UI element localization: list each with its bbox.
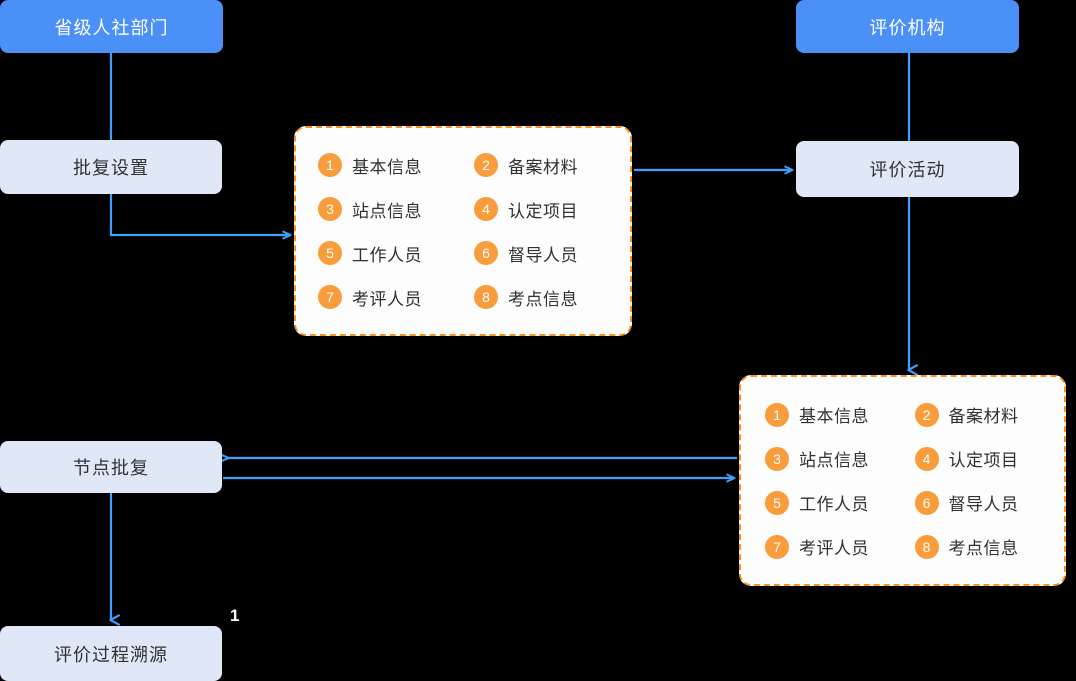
list-item[interactable]: 6 督导人员 (474, 238, 630, 268)
list-item[interactable]: 4 认定项目 (914, 444, 1065, 474)
annotation-marker: 1 (230, 606, 240, 625)
item-number-badge: 4 (474, 197, 498, 221)
item-label: 基本信息 (799, 407, 869, 426)
list-item[interactable]: 2 备案材料 (474, 150, 630, 180)
item-number-badge: 7 (765, 534, 789, 559)
item-number-badge: 6 (474, 241, 498, 265)
list-item[interactable]: 8 考点信息 (474, 282, 630, 312)
item-number-badge: 1 (318, 153, 342, 177)
node-evaluation-agency[interactable]: 评价机构 (796, 0, 1019, 53)
item-number-badge: 8 (474, 285, 498, 309)
item-label: 考点信息 (508, 289, 578, 309)
item-number-badge: 7 (318, 285, 342, 309)
item-number-badge: 1 (765, 402, 789, 427)
item-number-badge: 3 (765, 446, 789, 471)
item-label: 考点信息 (948, 539, 1019, 558)
item-label: 工作人员 (352, 245, 422, 265)
list-item[interactable]: 5 工作人员 (765, 488, 915, 518)
list-item[interactable]: 3 站点信息 (318, 194, 474, 224)
item-label: 站点信息 (799, 451, 869, 470)
item-label: 认定项目 (508, 201, 578, 221)
item-label: 认定项目 (948, 451, 1019, 470)
node-provincial-dept-label: 省级人社部门 (54, 17, 169, 38)
item-number-badge: 8 (914, 534, 939, 559)
node-node-approval-label: 节点批复 (73, 458, 149, 478)
list-item[interactable]: 5 工作人员 (318, 238, 474, 268)
list-item[interactable]: 1 基本信息 (765, 400, 915, 430)
item-label: 备案材料 (948, 407, 1019, 426)
item-label: 督导人员 (948, 495, 1019, 514)
item-number-badge: 5 (318, 241, 342, 265)
item-number-badge: 5 (765, 490, 789, 515)
list-item[interactable]: 2 备案材料 (914, 400, 1065, 430)
node-evaluation-activity-label: 评价活动 (869, 160, 946, 180)
node-evaluation-trace-label: 评价过程溯源 (54, 644, 168, 665)
list-item[interactable]: 3 站点信息 (765, 444, 915, 474)
checklist-panel-approval-settings: 1 基本信息 2 备案材料 3 站点信息 4 认定项目 5 工作人员 6 督导人… (294, 126, 632, 336)
item-label: 考评人员 (799, 539, 869, 558)
node-approval-settings[interactable]: 批复设置 (0, 140, 222, 194)
item-label: 督导人员 (508, 245, 578, 265)
item-label: 基本信息 (352, 157, 422, 177)
list-item[interactable]: 6 督导人员 (914, 488, 1065, 518)
item-number-badge: 6 (914, 490, 939, 515)
checklist-panel-evaluation-activity: 1 基本信息 2 备案材料 3 站点信息 4 认定项目 5 工作人员 6 督导人… (739, 375, 1066, 586)
list-item[interactable]: 4 认定项目 (474, 194, 630, 224)
item-label: 备案材料 (508, 157, 578, 177)
node-approval-settings-label: 批复设置 (73, 158, 149, 178)
list-item[interactable]: 8 考点信息 (914, 532, 1065, 562)
node-node-approval[interactable]: 节点批复 (0, 441, 222, 493)
list-item[interactable]: 1 基本信息 (318, 150, 474, 180)
node-evaluation-trace[interactable]: 评价过程溯源 (0, 626, 222, 681)
item-number-badge: 3 (318, 197, 342, 221)
item-label: 工作人员 (799, 495, 869, 514)
list-item[interactable]: 7 考评人员 (318, 282, 474, 312)
node-evaluation-activity[interactable]: 评价活动 (796, 141, 1019, 197)
item-number-badge: 4 (914, 446, 939, 471)
item-number-badge: 2 (914, 402, 939, 427)
item-number-badge: 2 (474, 153, 498, 177)
item-label: 站点信息 (352, 201, 422, 221)
node-provincial-dept[interactable]: 省级人社部门 (0, 0, 223, 53)
item-label: 考评人员 (352, 289, 422, 309)
list-item[interactable]: 7 考评人员 (765, 532, 915, 562)
node-evaluation-agency-label: 评价机构 (869, 17, 946, 38)
